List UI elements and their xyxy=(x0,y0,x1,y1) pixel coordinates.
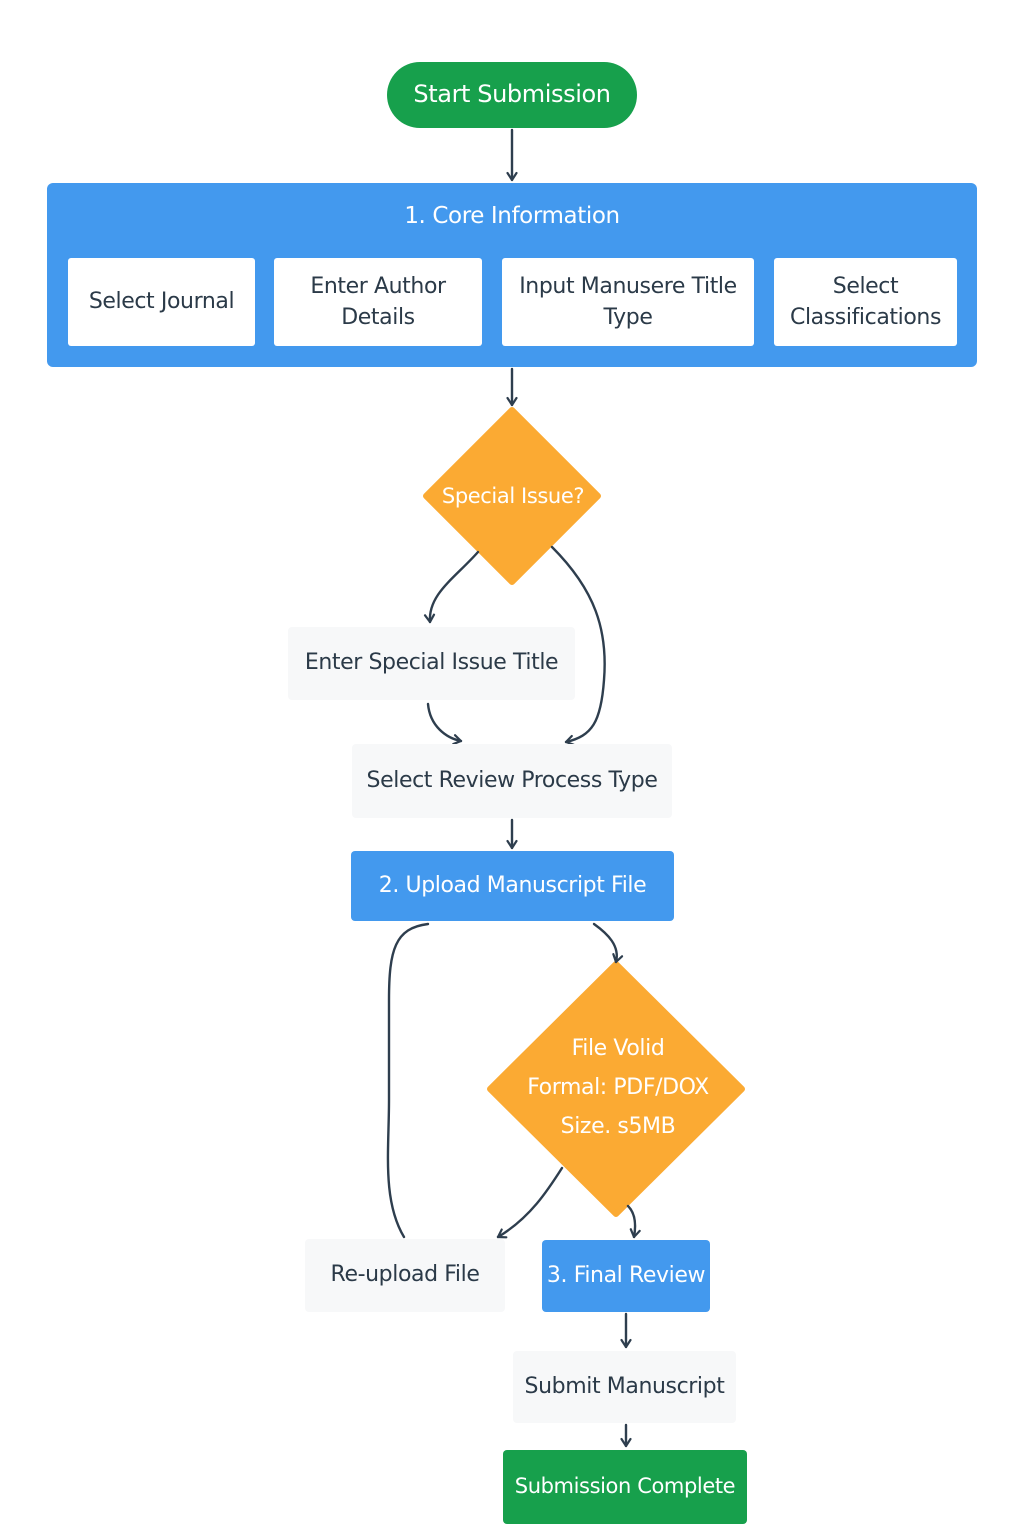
enter-author-details-step: Enter Author Details xyxy=(274,258,482,346)
start-submission-node: Start Submission xyxy=(387,62,637,128)
edge-valid-to-final-review xyxy=(626,1204,641,1239)
edge-yes-to-special-title xyxy=(423,550,480,624)
submit-manuscript-node: Submit Manuscript xyxy=(513,1351,736,1423)
select-journal-step: Select Journal xyxy=(68,258,255,346)
special-issue-decision-label: Special Issue? xyxy=(441,484,585,508)
upload-manuscript-node: 2. Upload Manuscript File xyxy=(351,851,674,921)
edge-upload-to-file-check xyxy=(592,922,624,964)
final-review-node: 3. Final Review xyxy=(542,1240,710,1312)
reupload-file-node: Re-upload File xyxy=(305,1239,505,1312)
file-check-decision-label: File Volid Formal: PDF/DOX Size. s5MB xyxy=(500,1026,736,1148)
file-check-diamond xyxy=(487,961,745,1217)
edge-special-title-to-review-type xyxy=(426,702,463,746)
select-review-process-node: Select Review Process Type xyxy=(352,744,672,818)
core-information-group: 1. Core Information Select Journal Enter… xyxy=(47,183,977,367)
input-manuscript-title-step: Input Manusere Title Type xyxy=(502,258,754,346)
edge-reupload-loop xyxy=(386,922,430,1239)
file-check-line-size: Size. s5MB xyxy=(560,1113,676,1139)
special-issue-diamond xyxy=(423,407,601,585)
edge-no-to-review-type xyxy=(550,545,606,746)
edge-invalid-to-reupload xyxy=(496,1166,564,1239)
file-check-line-format: Formal: PDF/DOX xyxy=(527,1074,709,1100)
enter-special-issue-title-node: Enter Special Issue Title xyxy=(288,627,575,700)
submission-complete-node: Submission Complete xyxy=(503,1450,747,1524)
select-classifications-step: Select Classifications xyxy=(774,258,957,346)
core-information-title: 1. Core Information xyxy=(404,203,620,229)
file-check-line-valid: File Volid xyxy=(571,1035,665,1061)
